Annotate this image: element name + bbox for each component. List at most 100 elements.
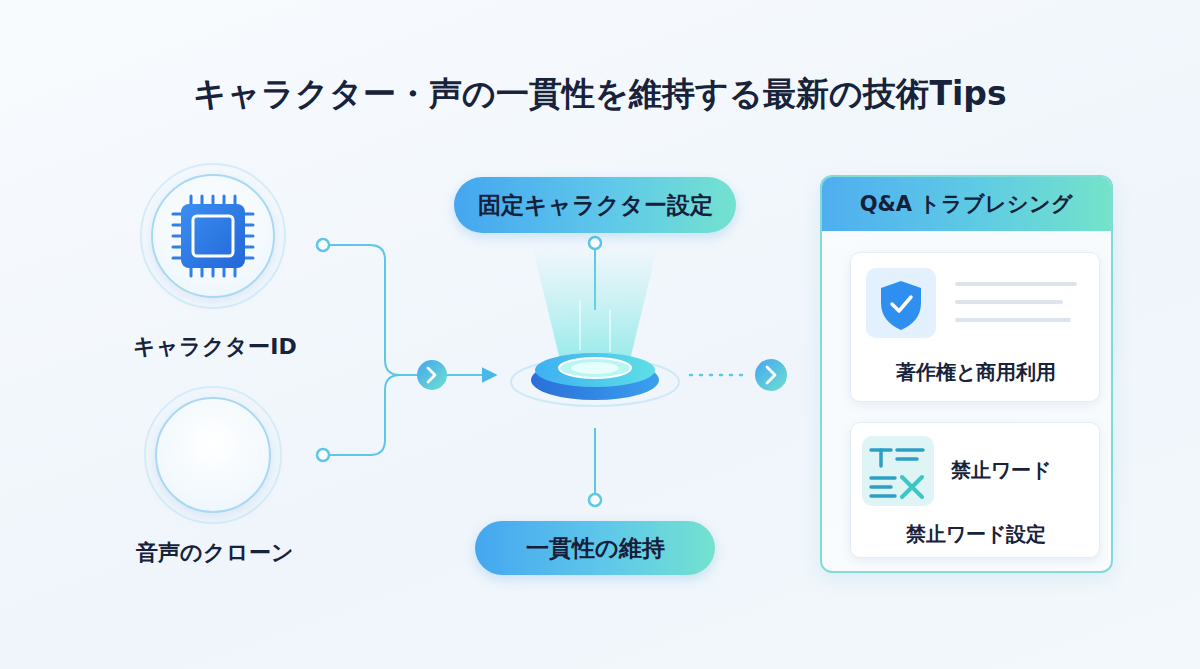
shield-icon-part xyxy=(881,281,921,330)
chip-icon-part-part xyxy=(190,268,193,276)
text-placeholder-lines-part xyxy=(955,282,1077,286)
next-button-part xyxy=(767,367,775,383)
banned-word-icon-part-part xyxy=(897,457,917,461)
chip-icon-part-part xyxy=(245,213,253,216)
panel-heading: Q&A トラブレシング xyxy=(822,177,1111,231)
banned-word-icon-part xyxy=(902,477,922,497)
next-button-part xyxy=(428,368,435,382)
node-text: 固定キャラクター設定 xyxy=(478,190,713,221)
core-platform-part xyxy=(609,310,611,352)
chip-icon-part-part xyxy=(173,224,181,227)
chip-icon-part-part xyxy=(245,257,253,260)
banned-word-icon-part xyxy=(862,436,934,506)
text-placeholder-lines-part xyxy=(955,318,1071,322)
waveform-icon-part xyxy=(241,451,245,459)
next-button-part xyxy=(417,360,447,390)
chip-icon-part xyxy=(181,204,245,268)
node-text: 禁止ワード設定 xyxy=(851,521,1101,548)
qa-panel: Q&A トラブレシング著作権と商用利用禁止ワード禁止ワード設定 xyxy=(820,175,1113,573)
chip-icon-part-part xyxy=(173,235,181,238)
leader-line-part xyxy=(594,428,596,494)
merge-wire-part xyxy=(329,375,400,455)
node-text: 一貫性の維持 xyxy=(526,533,665,564)
merge-wire-part xyxy=(329,245,418,375)
node-label: 音声のクローン xyxy=(77,538,353,568)
banned-word-icon-part-part xyxy=(871,448,891,452)
chip-icon-part-part xyxy=(234,268,237,276)
banned-word-icon-part-part xyxy=(871,485,891,489)
waveform-icon-part xyxy=(217,424,221,486)
core-platform-part xyxy=(531,360,659,400)
waveform-icon-part xyxy=(211,436,215,474)
banned-word-icon xyxy=(862,436,934,506)
wire-dot xyxy=(589,237,601,249)
core-platform-part xyxy=(559,358,631,378)
waveform-icon-part xyxy=(181,450,185,460)
merge-wire xyxy=(329,245,496,455)
dotted-wire xyxy=(690,374,748,377)
chip-icon-part-part xyxy=(173,246,181,249)
chip-icon-part-part xyxy=(173,213,181,216)
core-platform-part xyxy=(511,358,679,406)
icon-circle: 音声のクローン xyxy=(155,397,271,513)
banned-word-icon-part-part xyxy=(902,477,922,497)
waveform-icon-part xyxy=(199,445,203,465)
node-text: 禁止ワード xyxy=(951,457,1051,484)
core-platform xyxy=(511,245,679,406)
core-platform-part xyxy=(579,300,581,350)
waveform-icon-part xyxy=(187,444,191,466)
chip-icon-part-part xyxy=(245,224,253,227)
leader-line-part xyxy=(594,249,596,310)
banned-word-icon-part-part xyxy=(902,477,922,497)
core-platform-part xyxy=(532,245,658,368)
qa-card: 禁止ワード禁止ワード設定 xyxy=(850,422,1100,558)
waveform-icon-part xyxy=(223,440,227,470)
chip-icon-part-part xyxy=(201,196,204,204)
shield-icon-part xyxy=(866,268,936,338)
chip-icon-part-part xyxy=(245,235,253,238)
setting-pill: 固定キャラクター設定 xyxy=(454,177,736,233)
leader-line xyxy=(594,249,596,494)
waveform-icon-part xyxy=(235,446,239,464)
core-platform-part xyxy=(571,362,619,374)
node-label: キャラクターID xyxy=(73,332,357,362)
chip-icon-part-part xyxy=(201,268,204,276)
banned-word-icon-part-part xyxy=(871,476,895,480)
chip-icon-part-part xyxy=(223,196,226,204)
wire-dot xyxy=(317,239,329,251)
text-placeholder-lines-part xyxy=(955,300,1063,304)
banned-word-icon-part-part xyxy=(879,450,883,466)
diagram-title: キャラクター・声の一貫性を維持する最新の技術Tips xyxy=(0,72,1200,117)
waveform-icon xyxy=(183,424,243,486)
goal-pill: 一貫性の維持 xyxy=(475,521,715,575)
shield-icon-part xyxy=(892,297,911,311)
qa-card: 著作権と商用利用 xyxy=(850,252,1100,402)
chip-icon-part-part xyxy=(190,196,193,204)
chip-icon-part-part xyxy=(245,246,253,249)
banned-word-icon-part-part xyxy=(871,494,895,498)
wire-dot xyxy=(589,494,601,506)
waveform-icon-part xyxy=(229,432,233,478)
chip-icon xyxy=(173,196,253,276)
banned-word-icon-part-part xyxy=(897,448,923,452)
waveform-icon-part xyxy=(205,428,209,482)
next-button xyxy=(755,359,787,391)
chip-icon-part xyxy=(173,196,253,276)
chip-icon-part-part xyxy=(212,196,215,204)
icon-circle: キャラクターID xyxy=(151,174,275,298)
banned-word-icon-part xyxy=(871,450,923,496)
core-platform-part xyxy=(535,353,655,387)
shield-icon xyxy=(866,268,936,338)
chip-icon-part xyxy=(193,216,233,256)
merge-wire-part xyxy=(446,374,496,376)
outer-ring xyxy=(145,387,281,523)
text-placeholder-lines xyxy=(955,282,1077,322)
next-button xyxy=(417,360,447,390)
chip-icon-part-part xyxy=(173,257,181,260)
chip-icon-part-part xyxy=(223,268,226,276)
chip-icon-part-part xyxy=(234,196,237,204)
next-button-part xyxy=(755,359,787,391)
waveform-icon-part xyxy=(193,437,197,473)
wire-dot xyxy=(317,449,329,461)
